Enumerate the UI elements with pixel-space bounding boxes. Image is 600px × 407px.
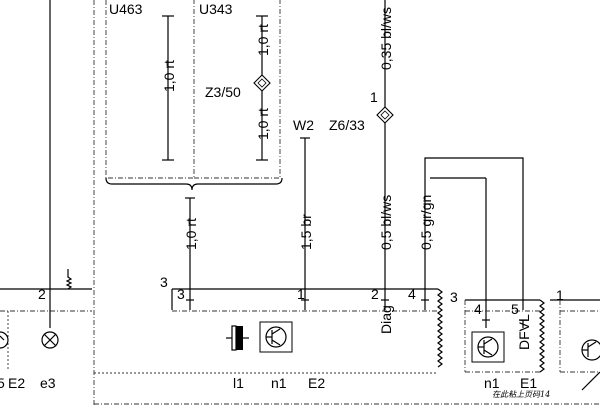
pin-z6-1: 1: [370, 89, 378, 105]
right-module: 4 5 DFVL n1 E1: [464, 299, 545, 391]
pin-4-right: 4: [474, 301, 482, 317]
lamp-icon: [41, 331, 59, 349]
connector-z3-50-icon: [253, 74, 271, 92]
label-w2: W2: [293, 117, 314, 133]
wire-grgn: 0,5 gr/gn: [418, 157, 524, 310]
wire-label-u343-top: 1,0 rt: [255, 24, 271, 56]
label-l1: l1: [233, 375, 244, 391]
indicator-l1-icon: [226, 325, 249, 351]
pin-5-right: 5: [511, 301, 519, 317]
left-module: 2 5 E2 e3: [0, 0, 92, 391]
label-u463: U463: [109, 1, 143, 17]
wire-label-w2: 1,5 br: [298, 214, 314, 250]
wire-red-main: 1,0 rt: [183, 197, 199, 300]
label-n1-right: n1: [484, 375, 500, 391]
wire-label-u343-bottom: 1,0 rt: [255, 108, 271, 140]
label-u343: U343: [199, 1, 233, 17]
pin-left-2: 2: [38, 286, 46, 302]
label-left-partial: 5: [0, 375, 5, 391]
pin-3-right: 3: [450, 289, 458, 305]
variant-boxes: U463 U343 1,0 rt 1,0 rt 1,0 rt Z3/50: [105, 0, 283, 191]
label-e1: E1: [520, 375, 537, 391]
wire-diag: 1 Z6/33 0,35 bl/ws 0,5 bl/ws: [329, 0, 394, 300]
wire-label-diag-top: 0,35 bl/ws: [378, 7, 394, 70]
pin-2-mid: 2: [371, 286, 379, 302]
lamp-left-icon: [0, 331, 9, 349]
pin-3-outer: 3: [160, 274, 168, 290]
connector-z6-33-icon: [376, 106, 394, 124]
wire-label-diag-bottom: 0,5 bl/ws: [378, 195, 394, 250]
signal-diag: Diag: [378, 305, 394, 334]
label-e2-left: E2: [8, 375, 25, 391]
wire-label-red-main: 1,0 rt: [183, 218, 199, 250]
pin-1-far: 1: [556, 287, 564, 303]
label-n1-center: n1: [271, 375, 287, 391]
transistor-n1-icon: [259, 321, 293, 353]
pin-3-inner: 3: [177, 286, 185, 302]
label-e3: e3: [40, 375, 56, 391]
wire-label-grgn: 0,5 gr/gn: [418, 195, 434, 250]
label-z6-33: Z6/33: [329, 117, 365, 133]
pin-4-mid: 4: [408, 286, 416, 302]
central-module: 3 3 1 2 4 3 Diag l1 n1 E2: [94, 274, 458, 391]
label-e2-center: E2: [308, 375, 325, 391]
far-right-module: 1: [550, 287, 600, 391]
signal-dfvl: DFVL: [516, 314, 532, 350]
transistor-far-right-icon: [581, 339, 600, 361]
transistor-n1-right-icon: [471, 331, 505, 363]
label-z3-50: Z3/50: [205, 84, 241, 100]
pin-1-mid: 1: [297, 286, 305, 302]
page-note: 在此粘上页码14: [492, 390, 550, 399]
wire-w2: W2 1,5 br: [293, 117, 314, 300]
wire-label-u463: 1,0 rt: [161, 60, 177, 92]
